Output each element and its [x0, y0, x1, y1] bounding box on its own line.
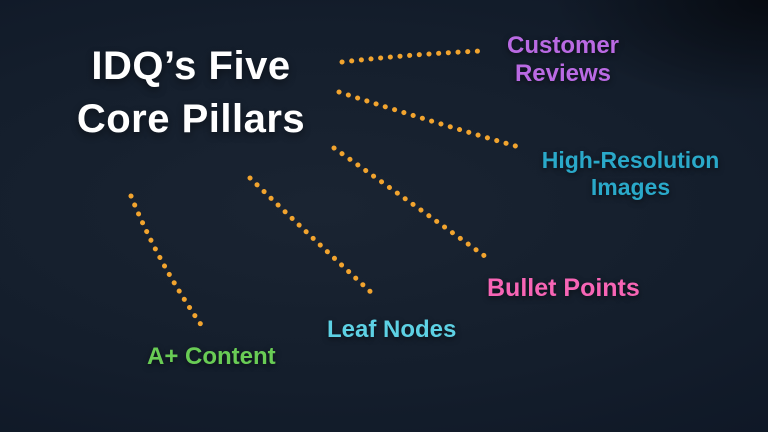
connector-line-high-resolution-images	[336, 89, 522, 150]
pillar-label-line: Images	[590, 174, 671, 201]
pillar-label-leaf-nodes: Leaf Nodes	[327, 316, 457, 343]
pillar-label-bullet-points: Bullet Points	[487, 274, 640, 302]
connector-line-a-plus-content	[128, 193, 207, 332]
connector-line-leaf-nodes	[247, 175, 377, 298]
connector-line-bullet-points	[331, 145, 489, 260]
pillar-label-line: Customer	[506, 32, 620, 59]
connector-line-customer-reviews	[339, 48, 484, 65]
pillar-label-a-plus-content: A+ Content	[147, 343, 276, 370]
pillar-label-line: High-Resolution	[541, 147, 720, 173]
pillar-label-customer-reviews: Customer Reviews	[468, 32, 658, 89]
page-title-line-1: IDQ’s Five	[91, 44, 291, 88]
pillar-label-high-resolution-images: High-Resolution Images	[518, 147, 743, 201]
pillar-label-line: Reviews	[514, 60, 612, 88]
page-title: IDQ’s Five Core Pillars	[26, 40, 356, 146]
page-title-line-2: Core Pillars	[76, 96, 306, 141]
